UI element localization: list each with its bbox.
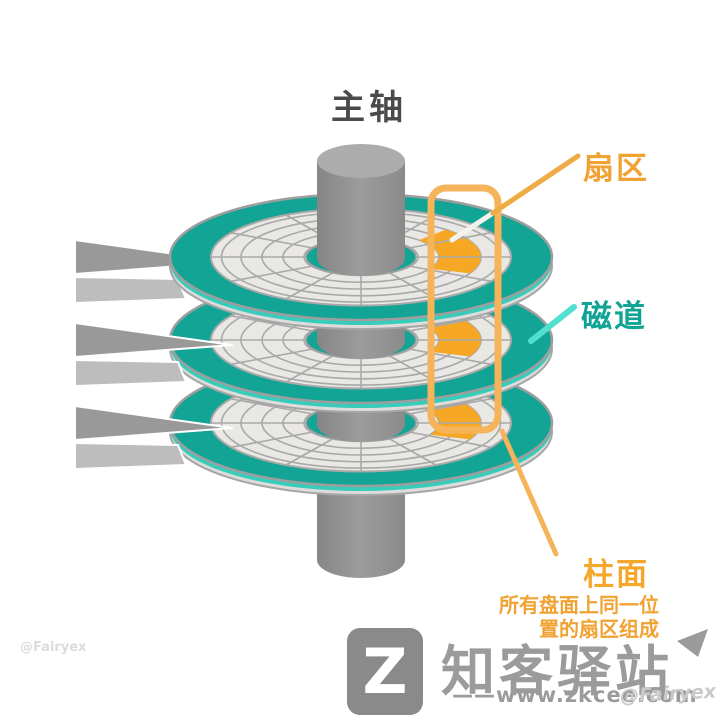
spindle-label: 主轴 bbox=[331, 88, 407, 128]
cylinder-note: 所有盘面上同一位 置的扇区组成 bbox=[487, 593, 659, 641]
arm-bottom bbox=[74, 405, 233, 470]
cursor-arrow-icon bbox=[677, 629, 708, 657]
cylinder-note-line1: 所有盘面上同一位 bbox=[499, 593, 659, 617]
cylinder-pointer-line bbox=[499, 428, 559, 557]
arm-top-face bbox=[74, 405, 233, 441]
platters-and-spindle bbox=[74, 144, 554, 578]
sector-pointer-line bbox=[490, 153, 581, 216]
arm-side-face bbox=[74, 359, 187, 387]
watermark-logo-letter: Z bbox=[362, 635, 408, 708]
track-pointer-line bbox=[528, 304, 577, 344]
arm-top-face bbox=[74, 322, 233, 358]
track-label: 磁道 bbox=[581, 299, 647, 335]
cylinder-highlight-box bbox=[427, 184, 502, 434]
arm-top-face bbox=[74, 239, 233, 275]
watermark-logo: Z bbox=[347, 628, 423, 715]
arm-side-face bbox=[74, 276, 187, 304]
sector-label: 扇区 bbox=[583, 151, 649, 187]
watermark-author-left: @Fairyex bbox=[20, 640, 87, 655]
annotation-overlay bbox=[427, 153, 708, 657]
arm-side-face bbox=[74, 442, 187, 470]
watermark-site-name: 知客驿站 bbox=[441, 640, 673, 703]
watermark-site-url: ——www.zkcee.com bbox=[452, 683, 698, 707]
arm-top bbox=[74, 239, 233, 304]
cylinder-note-line2: 置的扇区组成 bbox=[539, 617, 659, 641]
spindle-bottom bbox=[317, 470, 405, 578]
arm-middle bbox=[74, 322, 233, 387]
spindle-top-cap bbox=[317, 144, 405, 178]
spindle-top-body bbox=[317, 161, 405, 276]
sector-pointer-line-inner bbox=[449, 210, 496, 243]
cylinder-label: 柱面 bbox=[583, 557, 649, 593]
